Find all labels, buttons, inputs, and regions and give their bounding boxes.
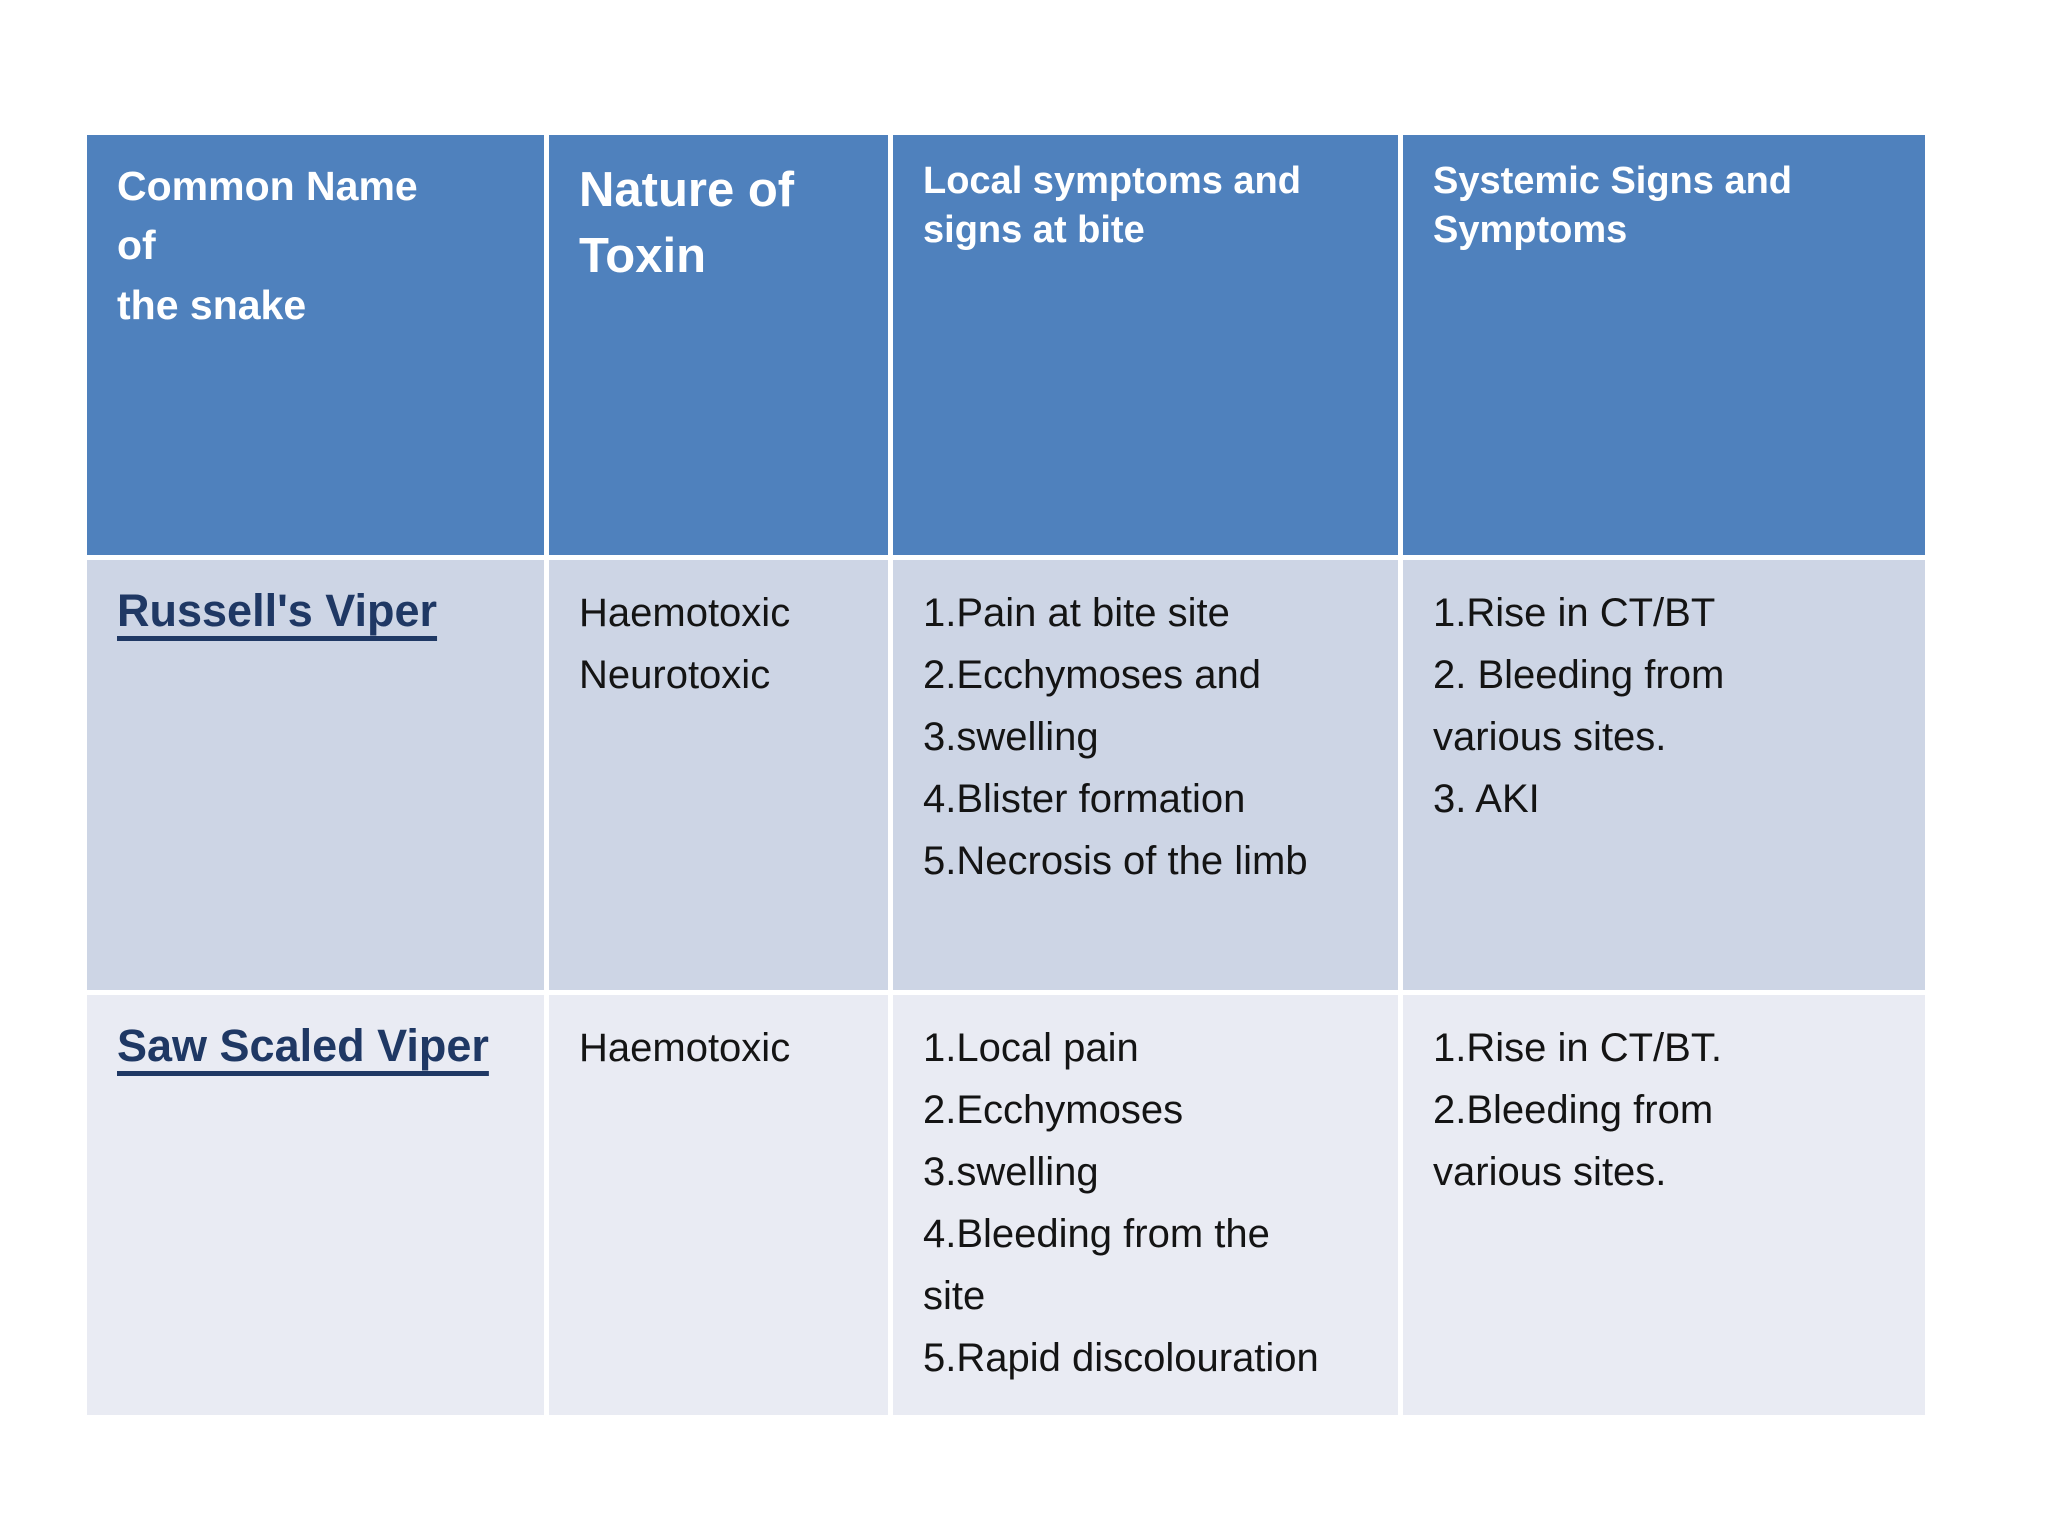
header-cell-local-symptoms: Local symptoms and signs at bite (893, 135, 1398, 555)
row2-cell-toxin: Haemotoxic (549, 995, 888, 1415)
saw-scaled-viper-link[interactable]: Saw Scaled Viper (117, 1020, 489, 1071)
row1-systemic-signs-text: 1.Rise in CT/BT 2. Bleeding from various… (1433, 591, 1725, 821)
header-label-nature-of-toxin: Nature of Toxin (579, 163, 795, 284)
row1-cell-local-symptoms: 1.Pain at bite site 2.Ecchymoses and 3.s… (893, 560, 1398, 990)
row2-cell-common-name: Saw Scaled Viper (87, 995, 544, 1415)
row2-toxin-text: Haemotoxic (579, 1026, 791, 1070)
row1-cell-toxin: Haemotoxic Neurotoxic (549, 560, 888, 990)
row1-cell-systemic-signs: 1.Rise in CT/BT 2. Bleeding from various… (1403, 560, 1925, 990)
snake-bite-table: Common Name of the snake Nature of Toxin… (87, 135, 1925, 1415)
header-cell-nature-of-toxin: Nature of Toxin (549, 135, 888, 555)
header-label-systemic-signs: Systemic Signs and Symptoms (1433, 160, 1793, 252)
header-cell-systemic-signs: Systemic Signs and Symptoms (1403, 135, 1925, 555)
header-label-local-symptoms: Local symptoms and signs at bite (923, 160, 1301, 252)
row2-systemic-signs-text: 1.Rise in CT/BT. 2.Bleeding from various… (1433, 1026, 1722, 1194)
row2-cell-local-symptoms: 1.Local pain 2.Ecchymoses 3.swelling 4.B… (893, 995, 1398, 1415)
row1-cell-common-name: Russell's Viper (87, 560, 544, 990)
row1-toxin-text: Haemotoxic Neurotoxic (579, 591, 791, 697)
row2-cell-systemic-signs: 1.Rise in CT/BT. 2.Bleeding from various… (1403, 995, 1925, 1415)
row2-local-symptoms-text: 1.Local pain 2.Ecchymoses 3.swelling 4.B… (923, 1026, 1319, 1380)
row1-local-symptoms-text: 1.Pain at bite site 2.Ecchymoses and 3.s… (923, 591, 1308, 883)
header-cell-common-name: Common Name of the snake (87, 135, 544, 555)
russells-viper-link[interactable]: Russell's Viper (117, 585, 438, 636)
header-label-common-name: Common Name of the snake (117, 163, 418, 328)
